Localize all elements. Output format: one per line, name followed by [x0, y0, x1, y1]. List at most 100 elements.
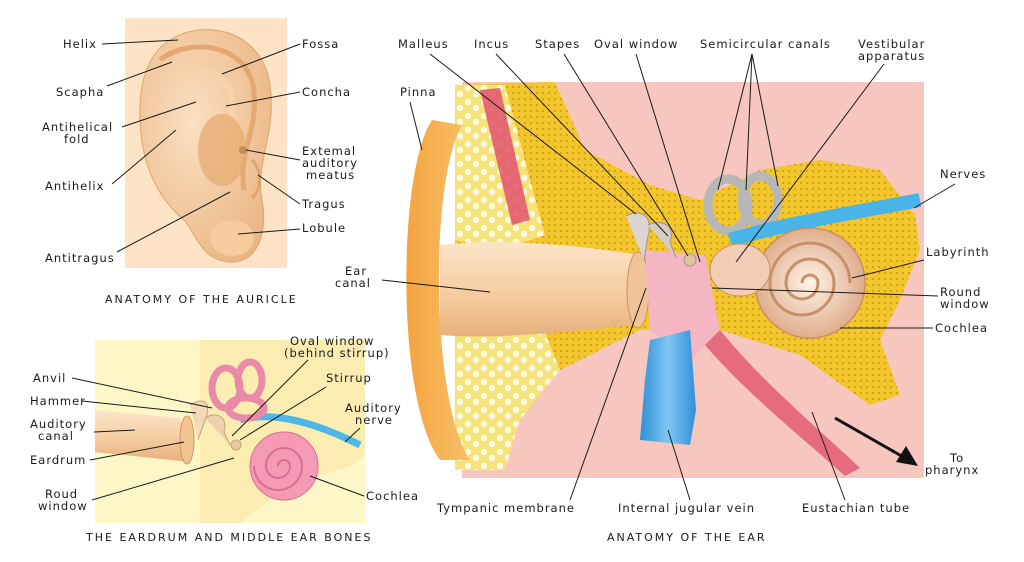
air-cells-lower [455, 320, 560, 470]
label-semicircular-canals: Semicircular canals [700, 37, 831, 51]
label-vestibular-apparatus-1: Vestibular [858, 37, 925, 51]
leader-antihelical-fold [121, 101, 197, 128]
label-oval-window-2: (behind stirrup) [284, 346, 390, 360]
cochlea-small-spiral [253, 447, 304, 491]
label-pinna: Pinna [400, 85, 437, 99]
leader-eardrum [89, 441, 185, 461]
label-malleus: Malleus [398, 37, 449, 51]
ear-canal-shape [440, 242, 640, 337]
leader-ear-canal [381, 279, 491, 293]
muscle-upper [480, 88, 530, 225]
leader-round-window [711, 287, 939, 297]
leader-semicircular-canals-3 [751, 53, 779, 187]
leader-internal-jugular-vein [667, 429, 691, 501]
semicircular-canals-small [208, 358, 268, 422]
leader-scapha [106, 61, 173, 87]
label-auditory-nerve-2: nerve [355, 413, 393, 427]
label-eustachian-tube: Eustachian tube [802, 501, 910, 515]
middle-ear-cavity [645, 250, 720, 360]
label-oval-window-1: Oval window [290, 334, 374, 348]
label-anvil: Anvil [33, 371, 66, 385]
auricle-caption: ANATOMY OF THE AURICLE [105, 293, 298, 306]
label-cochlea-small: Cochlea [366, 489, 419, 503]
stirrup-bone [230, 439, 242, 451]
label-concha: Concha [302, 85, 351, 99]
leader-tympanic-membrane [569, 287, 647, 501]
label-oval-window: Oval window [594, 37, 678, 51]
label-fossa: Fossa [302, 37, 339, 51]
middle-ear-caption: THE EARDRUM AND MIDDLE EAR BONES [85, 531, 372, 544]
leader-labyrinth [851, 259, 925, 279]
leader-semicircular-canals-2 [745, 53, 753, 191]
cochlea-small [249, 431, 319, 501]
leader-incus [495, 53, 669, 237]
label-external-meatus-1: Extemal [302, 144, 356, 158]
label-lobule: Lobule [302, 221, 346, 235]
leader-auditory-canal [93, 429, 136, 433]
leader-pinna [409, 101, 423, 151]
leader-semicircular-canals-1 [717, 53, 753, 191]
concha-bowl [198, 114, 246, 186]
leader-anvil [71, 377, 213, 409]
leader-oval-window [635, 53, 701, 263]
stapes-bone [683, 253, 697, 267]
label-ear-canal-1: Ear [345, 264, 367, 278]
leader-antihelix [111, 129, 177, 185]
label-ear-canal-2: canal [335, 276, 371, 290]
eustachian-tube-shape [705, 330, 860, 476]
eardrum-shape [179, 415, 195, 465]
auricle-panel: Helix Scapha Antihelical fold Antihelix … [42, 18, 358, 306]
meatus-hole [239, 146, 247, 154]
label-stapes: Stapes [535, 37, 580, 51]
tragus-bump [250, 158, 261, 200]
ear-caption: ANATOMY OF THE EAR [607, 531, 767, 544]
hammer-bone [189, 400, 209, 441]
label-round-window-2: window [940, 297, 990, 311]
label-hammer: Hammer [30, 394, 86, 408]
label-vestibular-apparatus-2: apparatus [858, 49, 925, 63]
leader-antitragus [116, 191, 231, 253]
leader-auditory-nerve [344, 427, 361, 443]
label-internal-jugular-vein: Internal jugular vein [618, 501, 755, 515]
incus-bone [647, 221, 677, 259]
label-stirrup: Stirrup [326, 371, 372, 385]
pinna-shape [406, 120, 470, 460]
label-tragus: Tragus [301, 197, 346, 211]
label-cochlea: Cochlea [935, 321, 988, 335]
semicircular-canals [703, 171, 783, 236]
label-round-window-2: window [38, 499, 88, 513]
leader-lobule [237, 228, 301, 235]
leader-vestibular-apparatus [735, 63, 885, 263]
label-antihelix: Antihelix [45, 179, 104, 193]
label-labyrinth: Labyrinth [926, 245, 990, 259]
label-round-window-1: Roud [45, 487, 78, 501]
leader-round-window [91, 457, 235, 501]
malleus-bone [625, 212, 650, 261]
leader-cochlea-small [309, 475, 365, 497]
ear-panel: Malleus Incus Stapes Oval window Semicir… [335, 37, 990, 544]
leader-nerves [913, 183, 956, 209]
leader-malleus [429, 53, 637, 215]
pharynx-arrow-line [834, 416, 906, 460]
label-tympanic-membrane: Tympanic membrane [436, 501, 575, 515]
leader-concha [225, 91, 301, 107]
label-external-meatus-2: auditory [302, 156, 358, 170]
label-antitragus: Antitragus [45, 251, 115, 265]
label-antihelical-fold-2: fold [64, 132, 90, 146]
label-auditory-canal-1: Auditory [30, 417, 87, 431]
label-auditory-canal-2: canal [38, 429, 74, 443]
label-auditory-nerve-1: Auditory [345, 401, 402, 415]
leader-tragus [257, 174, 301, 205]
label-external-meatus-3: meatus [306, 168, 355, 182]
label-to-pharynx-1: To [949, 451, 964, 465]
auditory-canal-shape [95, 410, 190, 462]
leader-stirrup [239, 386, 327, 441]
internal-jugular-vein-shape [640, 330, 696, 445]
lobule-shape [210, 220, 254, 256]
vestibule-shape [709, 243, 771, 297]
label-eardrum: Eardrum [30, 453, 86, 467]
leader-helix [101, 39, 179, 45]
leader-oval-window [231, 359, 309, 437]
label-antihelical-fold-1: Antihelical [42, 120, 113, 134]
